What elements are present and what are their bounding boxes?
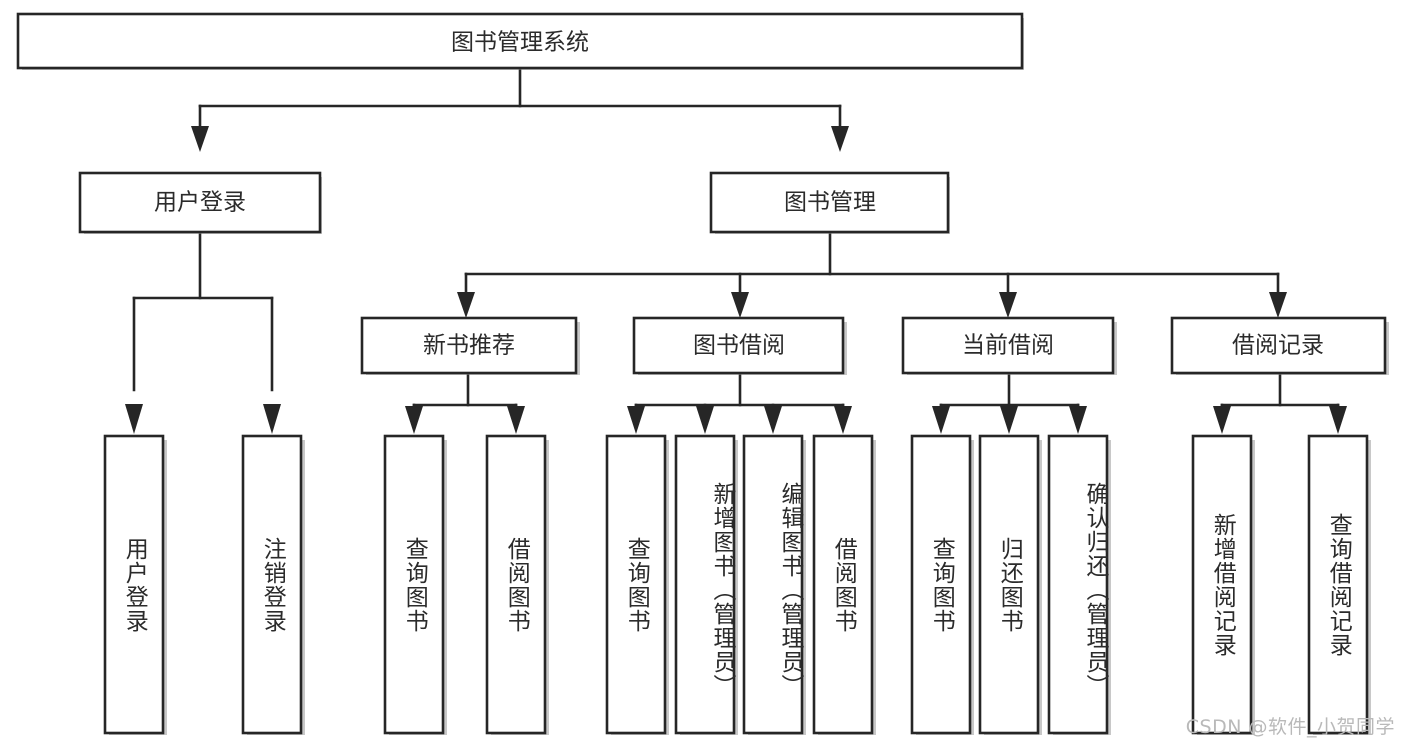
user-login-node-box[interactable] — [78, 171, 322, 234]
leaf-add-record-box[interactable] — [1191, 434, 1253, 735]
leaf-confirm-return-box[interactable] — [1047, 434, 1109, 735]
leaf-borrow-book-2-box[interactable] — [812, 434, 874, 735]
arrowhead-cb-leaf-3 — [1069, 406, 1087, 434]
arrowhead-current-borrow — [999, 292, 1017, 318]
book-borrow-node-box[interactable] — [632, 316, 845, 375]
arrowhead-bb-leaf-1 — [627, 406, 645, 434]
root-node-box[interactable] — [16, 12, 1024, 70]
arrowhead-leaf-user-login — [125, 404, 143, 434]
leaf-query-book-1-box[interactable] — [383, 434, 445, 735]
current-borrow-node-label: 当前借阅 — [962, 333, 1054, 359]
arrowhead-book-borrow — [731, 292, 749, 318]
arrowhead-leaf-logout — [263, 404, 281, 434]
book-manage-node-label: 图书管理 — [784, 190, 876, 216]
leaf-query-record-box[interactable] — [1307, 434, 1369, 735]
csdn-watermark: CSDN @软件_小贺同学 — [1185, 716, 1395, 738]
arrowhead-nbr-leaf-1 — [405, 406, 423, 434]
leaf-query-book-2-box[interactable] — [605, 434, 667, 735]
root-node-label: 图书管理系统 — [451, 30, 589, 56]
leaf-edit-book-box[interactable] — [742, 434, 804, 735]
connector-layer — [125, 66, 1347, 434]
arrowhead-bb-leaf-2 — [696, 406, 714, 434]
leaf-user-login-box[interactable] — [103, 434, 165, 735]
leaf-add-book-box[interactable] — [674, 434, 736, 735]
current-borrow-node-box[interactable] — [901, 316, 1115, 375]
arrowhead-bb-leaf-3 — [764, 406, 782, 434]
book-manage-node-box[interactable] — [709, 171, 950, 234]
arrowhead-br-leaf-1 — [1213, 406, 1231, 434]
leaf-logout-box[interactable] — [241, 434, 303, 735]
new-book-rec-node-label: 新书推荐 — [423, 333, 515, 359]
leaf-borrow-book-1-box[interactable] — [485, 434, 547, 735]
arrowhead-cb-leaf-1 — [932, 406, 950, 434]
borrow-record-node-box[interactable] — [1170, 316, 1387, 375]
new-book-rec-node-box[interactable] — [360, 316, 578, 375]
leaf-return-book-box[interactable] — [978, 434, 1040, 735]
leaf-query-book-3-box[interactable] — [910, 434, 972, 735]
node-layer: 图书管理系统 用户登录 图书管理 新书推荐 图书借阅 当前借阅 借阅记录 — [16, 12, 1389, 735]
arrowhead-cb-leaf-2 — [1000, 406, 1018, 434]
user-login-node-label: 用户登录 — [154, 190, 246, 216]
arrowhead-user-login — [191, 126, 209, 152]
borrow-record-node-label: 借阅记录 — [1232, 333, 1324, 359]
arrowhead-bb-leaf-4 — [834, 406, 852, 434]
arrowhead-borrow-record — [1269, 292, 1287, 318]
arrowhead-br-leaf-2 — [1329, 406, 1347, 434]
arrowhead-nbr-leaf-2 — [507, 406, 525, 434]
arrowhead-book-manage — [831, 126, 849, 152]
arrowhead-new-book-rec — [457, 292, 475, 318]
book-borrow-node-label: 图书借阅 — [693, 333, 785, 359]
